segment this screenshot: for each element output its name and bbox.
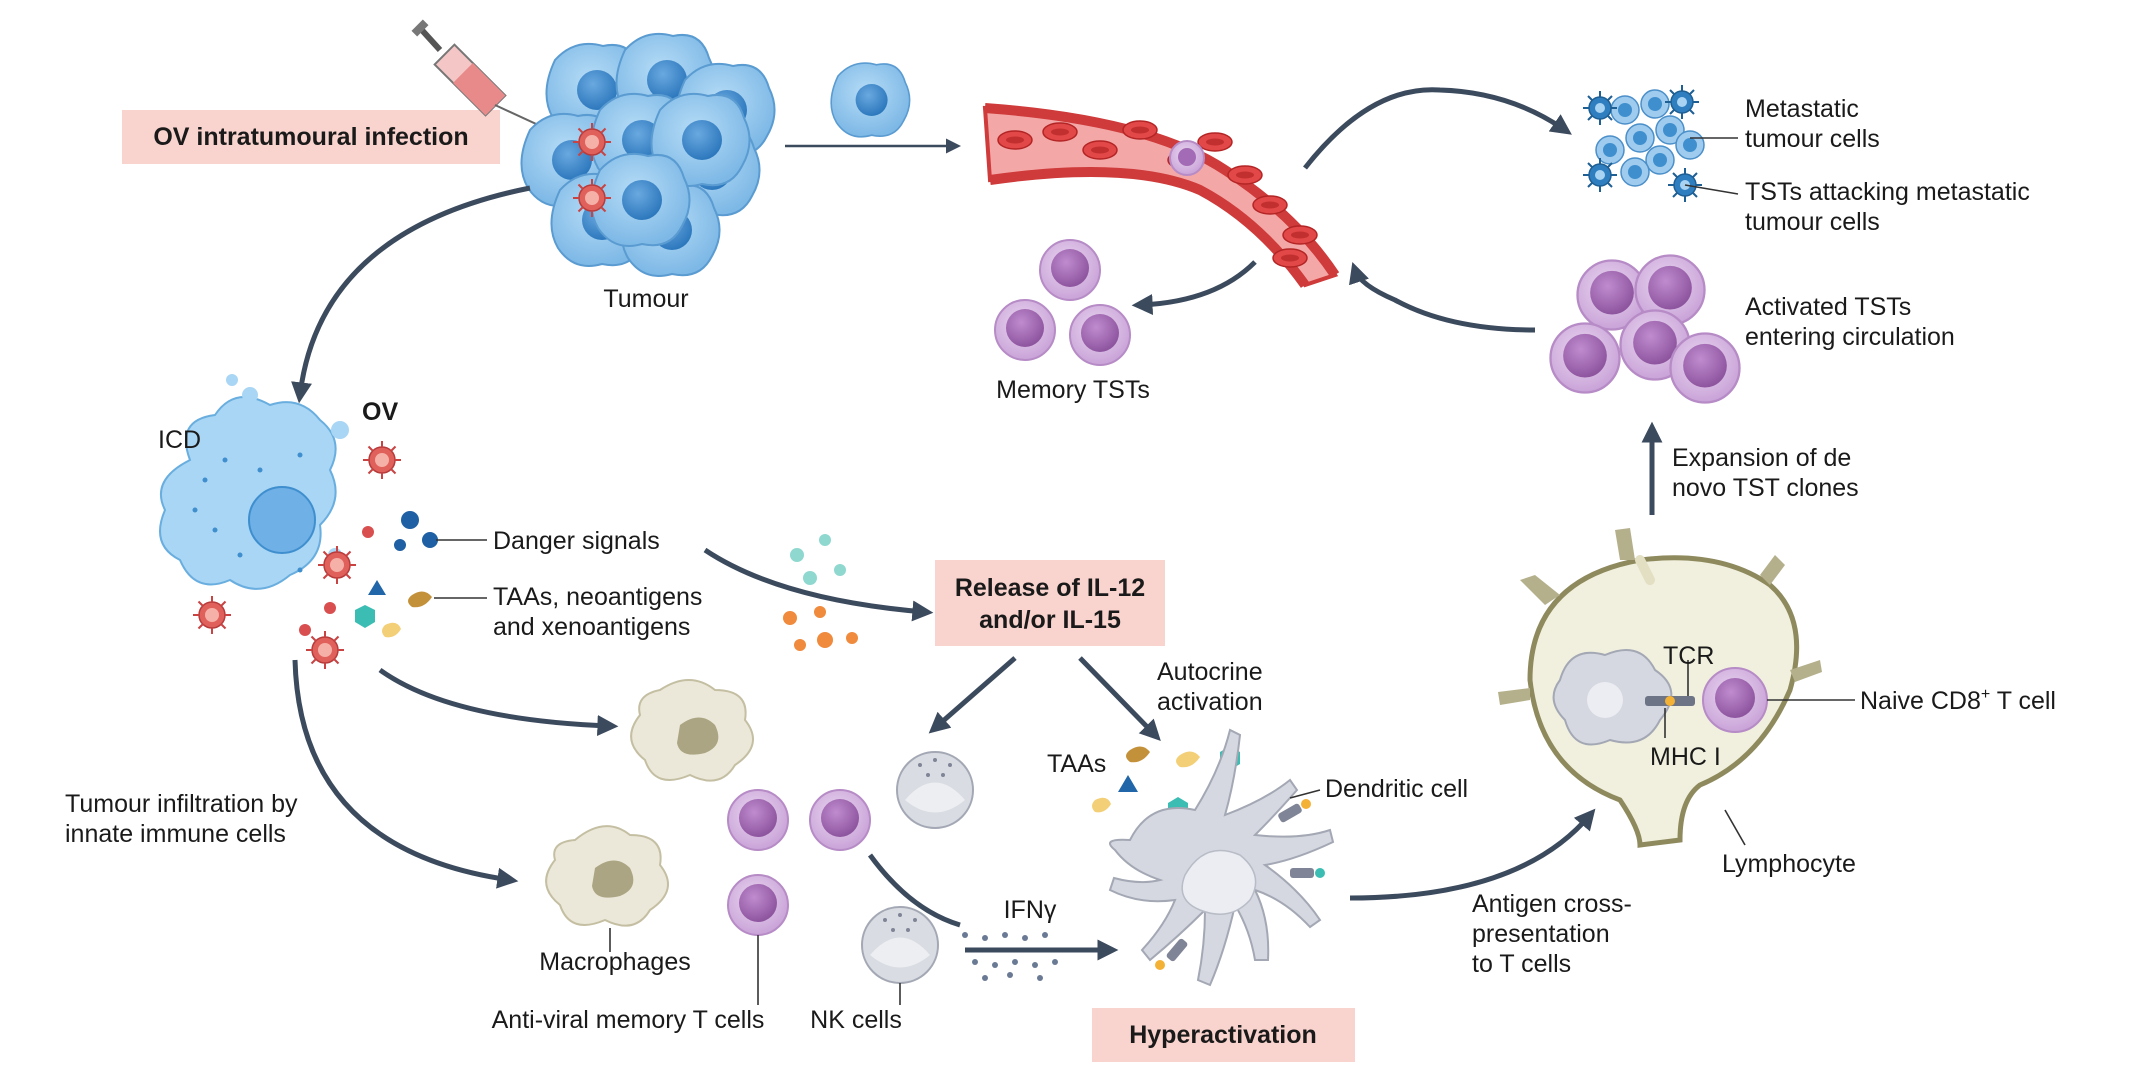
antigen-label-1: Antigen cross- [1472,890,1632,918]
infiltration-label-2: innate immune cells [65,820,286,848]
ov-infection-label: OV intratumoural infection [153,123,468,151]
tcr-label: TCR [1663,642,1714,670]
memory-tsts-label: Memory TSTs [996,376,1150,404]
blood-vessel [982,103,1340,288]
infiltration-label-1: Tumour infiltration by [65,790,298,818]
icd-label: ICD [158,426,201,454]
tumour-cluster [520,32,776,277]
autocrine-label-2: activation [1157,688,1263,716]
icd-to-macrophage1-arrow [378,667,619,737]
activated-tsts-label-2: entering circulation [1745,323,1955,351]
macrophage-1 [630,679,754,782]
hyperactivation-label-box: Hyperactivation [1092,1008,1355,1062]
metastatic-label-2: tumour cells [1745,125,1880,153]
single-tumour-cell [830,62,911,138]
memory-tst-cells [994,239,1131,366]
expansion-label-2: novo TST clones [1672,474,1859,502]
activated-to-vessel-arrow [1349,262,1536,333]
lymphocyte-label: Lymphocyte [1722,850,1856,878]
danger-signals-label: Danger signals [493,527,660,555]
nk-cell-2 [861,906,939,984]
taas-label-1: TAAs, neoantigens [493,583,702,611]
activated-tsts-label-1: Activated TSTs [1745,293,1911,321]
antigen-label-3: to T cells [1472,950,1571,978]
release-label-2: and/or IL-15 [979,606,1121,634]
metastatic-label-1: Metastatic [1745,95,1859,123]
icd-to-release-arrow [703,547,934,622]
taas-label-2: and xenoantigens [493,613,690,641]
dendritic-cell-label: Dendritic cell [1325,775,1468,803]
release-to-dc-arrow [1078,656,1161,742]
dendritic-leader [1289,789,1321,799]
release-to-nk-arrow [928,656,1017,734]
ov-infection-label-box: OV intratumoural infection [122,110,500,164]
icd-to-macrophage2-arrow [292,659,519,889]
antiviral-memory-t-cells [727,789,871,936]
ifn-label: IFNγ [1004,896,1057,924]
release-label-1: Release of IL-12 [955,574,1145,602]
ifn-dots [962,932,1058,981]
antiviral-label: Anti-viral memory T cells [492,1006,765,1034]
dc-to-lymphocyte-arrow [1349,808,1596,901]
lymphocyte-leader [1724,809,1746,846]
danger-signal-molecules [299,511,438,638]
icd-cell [159,374,349,590]
naive-cd8-t-cell [1702,667,1768,733]
mhc-label: MHC I [1650,743,1721,771]
lymph-node-dc [1552,649,1673,746]
naive-cd8-label: Naive CD8+ T cell [1860,686,2056,715]
macrophages-label: Macrophages [539,948,690,976]
macrophage-2 [545,825,669,927]
nk-cell-1 [896,751,974,829]
tumour-label: Tumour [603,285,688,313]
tsts-attacking-label-1: TSTs attacking metastatic [1745,178,2030,206]
taas-small-label: TAAs [1047,750,1106,778]
tcells-to-ifn-arrow [867,853,961,928]
antigen-label-2: presentation [1472,920,1610,948]
vessel-to-metastasis-arrow [1303,87,1572,170]
tsts-attacking-label-2: tumour cells [1745,208,1880,236]
nk-cells-label: NK cells [810,1006,902,1034]
hyperactivation-label: Hyperactivation [1129,1021,1317,1049]
ov-label: OV [362,398,398,426]
syringe-icon [411,19,561,136]
tsts-attacking-leader [1684,184,1739,195]
activated-tst-cells [1549,254,1741,404]
release-label-box: Release of IL-12 and/or IL-15 [935,560,1165,646]
tumour-to-icd-arrow [291,185,531,404]
dendritic-cell [1108,728,1335,987]
cytokine-dots [783,534,858,651]
expansion-label-1: Expansion of de [1672,444,1851,472]
autocrine-label-1: Autocrine [1157,658,1263,686]
vessel-to-memory-arrow [1131,260,1257,315]
